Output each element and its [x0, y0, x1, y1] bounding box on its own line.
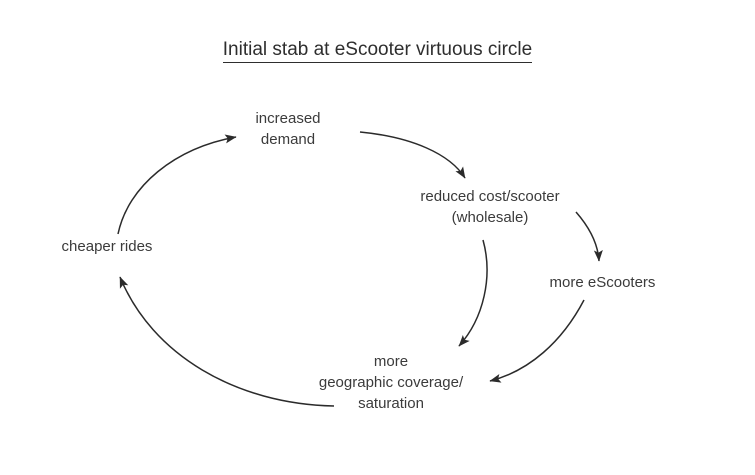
- node-line: more: [373, 353, 409, 370]
- edge-cheaper-rides-to-increased-demand: [117, 134, 237, 235]
- edge-increased-demand-to-reduced-cost: [359, 131, 466, 179]
- node-line: demand: [260, 131, 316, 148]
- node-line: increased: [255, 110, 321, 127]
- node-reduced-cost: reduced cost/scooter (wholesale): [395, 186, 585, 228]
- node-cheaper-rides: cheaper rides: [32, 236, 182, 257]
- node-line: more eScooters: [549, 274, 656, 291]
- edge-reduced-cost-to-geographic-coverage: [458, 239, 488, 347]
- node-line: (wholesale): [451, 209, 529, 226]
- node-more-escooters: more eScooters: [525, 272, 680, 293]
- node-line: geographic coverage/: [318, 374, 464, 391]
- node-line: reduced cost/scooter: [420, 188, 560, 205]
- node-line: cheaper rides: [61, 238, 153, 255]
- edge-more-escooters-to-geographic-coverage: [489, 299, 585, 383]
- node-increased-demand: increased demand: [212, 108, 364, 150]
- page-title-text: Initial stab at eScooter virtuous circle: [222, 39, 533, 63]
- node-geographic-coverage: more geographic coverage/ saturation: [286, 351, 496, 414]
- node-line: saturation: [358, 395, 424, 412]
- page-title: Initial stab at eScooter virtuous circle: [0, 38, 755, 63]
